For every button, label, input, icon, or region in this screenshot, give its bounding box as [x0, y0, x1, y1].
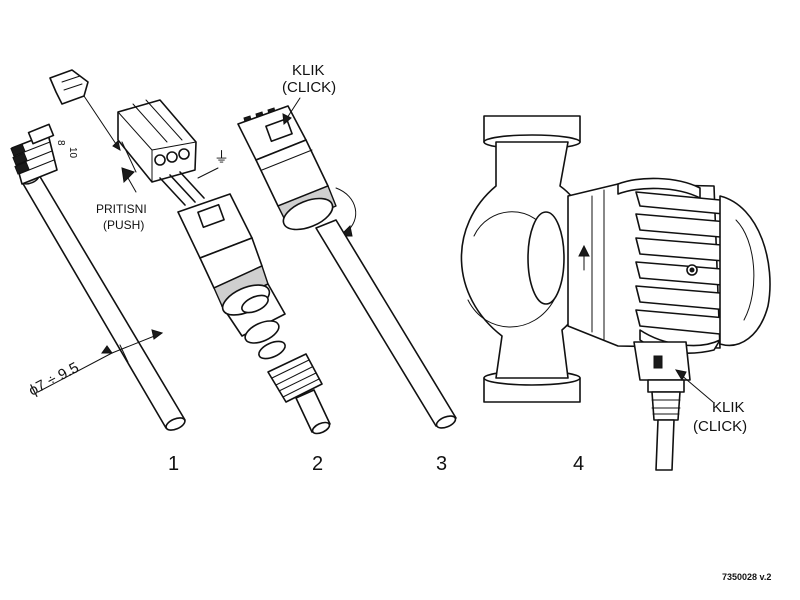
step-number-2: 2 [312, 453, 323, 475]
stripped-conductors [10, 123, 58, 185]
drawing-code: 7350028 v.2 [722, 572, 771, 582]
click-top-line1: KLIK [292, 62, 325, 79]
push-label-line1: PRITISNI [96, 202, 147, 216]
ground-symbol: ⏚ [214, 149, 229, 166]
step-4-pump: 4 [460, 115, 771, 475]
click-top-line2: (CLICK) [282, 79, 336, 96]
plug-connector [117, 99, 197, 183]
strip-length-label-1: 8 [55, 140, 66, 146]
click-callout-pump: KLIK (CLICK) [674, 369, 747, 435]
click-pump-line1: KLIK [712, 399, 745, 416]
click-pump-line2: (CLICK) [693, 418, 747, 435]
step-3-assembled-connector: 3 [237, 105, 457, 475]
push-callout: PRITISNI (PUSH) [96, 167, 147, 232]
step-number-4: 4 [573, 453, 584, 475]
step-number-3: 3 [436, 453, 447, 475]
cable-diameter-label: ϕ7 ÷ 9.5 [26, 359, 82, 399]
click-callout-top: KLIK (CLICK) [282, 62, 336, 126]
step-number-1: 1 [168, 453, 179, 475]
motor-cooling-fins [617, 177, 771, 354]
step-2-connector-assembly: 2 [159, 171, 331, 475]
strip-length-label-2: 10 [67, 147, 78, 159]
latch-clip [49, 69, 121, 151]
push-label-line2: (PUSH) [103, 218, 144, 232]
